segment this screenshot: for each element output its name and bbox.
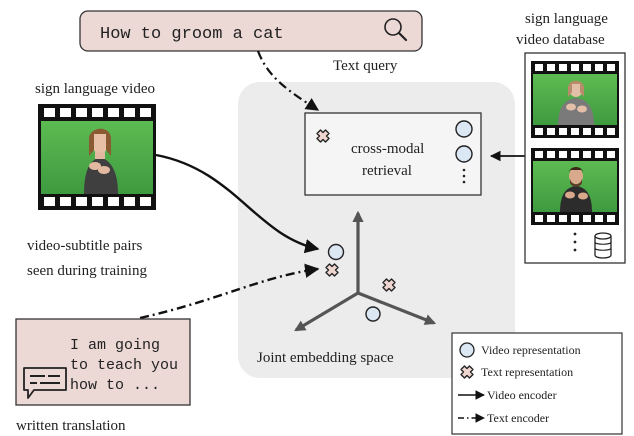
circle-marker-icon <box>327 243 345 261</box>
retrieval-box: cross-modal retrieval <box>304 112 482 196</box>
search-box[interactable]: How to groom a cat <box>79 10 423 52</box>
legend-video-enc: Video encoder <box>487 388 557 402</box>
database-title-line1: sign language <box>525 11 608 27</box>
film-strip-icon <box>531 148 619 225</box>
subtitle-bubble-icon <box>23 367 67 399</box>
search-icon[interactable] <box>384 18 408 42</box>
circle-marker-icon <box>455 120 473 138</box>
circle-marker-icon <box>455 145 473 163</box>
circle-marker-icon <box>459 342 475 358</box>
translation-line2: to teach you <box>70 357 178 374</box>
cross-marker-icon <box>316 129 330 143</box>
sign-video-title: sign language video <box>35 81 155 97</box>
database-icon <box>594 232 612 259</box>
pairs-caption-line1: video-subtitle pairs <box>27 238 143 254</box>
text-query-caption: Text query <box>333 58 398 74</box>
cross-marker-icon <box>382 278 396 292</box>
cross-marker-icon <box>325 263 339 277</box>
text-encoder-arrow-train <box>139 263 320 320</box>
sign-language-video <box>38 104 156 210</box>
cross-marker-icon <box>460 365 474 379</box>
legend-text-rep: Text representation <box>481 365 573 379</box>
legend-text-enc: Text encoder <box>487 411 549 425</box>
embedding-axes <box>294 210 437 332</box>
circle-marker-icon <box>365 306 381 322</box>
retrieval-line1: cross-modal <box>351 141 424 157</box>
film-strip-icon <box>531 61 619 138</box>
database-panel <box>524 52 626 264</box>
legend-video-rep: Video representation <box>481 343 581 357</box>
translation-box: I am going to teach you how to ... <box>15 318 191 406</box>
embedding-space-caption: Joint embedding space <box>257 350 394 366</box>
written-translation-caption: written translation <box>16 418 126 434</box>
pairs-caption-line2: seen during training <box>27 263 147 279</box>
retrieval-line2: retrieval <box>362 163 412 179</box>
translation-line3: how to ... <box>70 377 160 394</box>
search-query-text: How to groom a cat <box>100 25 284 44</box>
video-encoder-arrow-train <box>155 153 320 254</box>
translation-line1: I am going <box>70 337 160 354</box>
database-title-line2: video database <box>516 32 605 48</box>
legend: Video representation Text representation… <box>451 332 623 435</box>
text-encoder-arrow-query <box>256 50 320 111</box>
